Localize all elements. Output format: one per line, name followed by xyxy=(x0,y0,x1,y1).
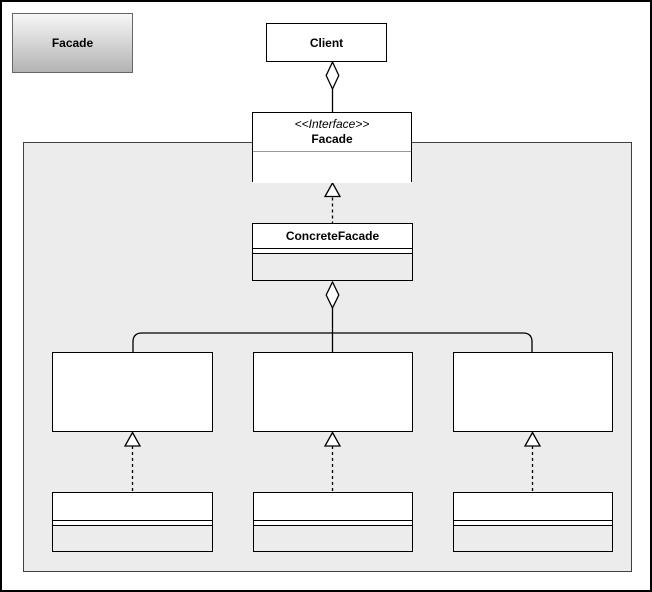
legend-label: Facade xyxy=(51,36,94,50)
subsystem-class-box-3 xyxy=(453,492,613,552)
subsystem-box-1 xyxy=(52,352,213,432)
attributes-compartment xyxy=(454,521,612,526)
subsystem-box-3 xyxy=(453,352,613,432)
methods-compartment xyxy=(253,254,412,282)
subsystem-class-box-2 xyxy=(253,492,413,552)
client-label: Client xyxy=(309,35,344,50)
subsystem-class-box-1 xyxy=(52,492,213,552)
facade-interface-box: <<Interface>> Facade xyxy=(252,112,412,183)
class-title-compartment xyxy=(454,493,612,521)
concrete-facade-box: ConcreteFacade xyxy=(252,223,413,281)
methods-compartment xyxy=(53,526,212,553)
interface-name: Facade xyxy=(311,132,353,146)
concrete-facade-name: ConcreteFacade xyxy=(253,224,412,249)
client-box: Client xyxy=(266,23,387,62)
attributes-compartment xyxy=(53,521,212,526)
class-title-compartment xyxy=(254,493,412,521)
interface-body-compartment xyxy=(253,152,411,183)
methods-compartment xyxy=(254,526,412,553)
aggregation-diamond-icon xyxy=(325,60,340,91)
class-title-compartment xyxy=(53,493,212,521)
subsystem-box-2 xyxy=(253,352,413,432)
interface-stereotype: <<Interface>> xyxy=(294,117,370,131)
interface-title-compartment: <<Interface>> Facade xyxy=(253,113,411,152)
client-facade-aggregation xyxy=(325,60,340,112)
methods-compartment xyxy=(454,526,612,553)
attributes-compartment xyxy=(253,249,412,254)
legend-facade-box: Facade xyxy=(12,13,133,73)
attributes-compartment xyxy=(254,521,412,526)
